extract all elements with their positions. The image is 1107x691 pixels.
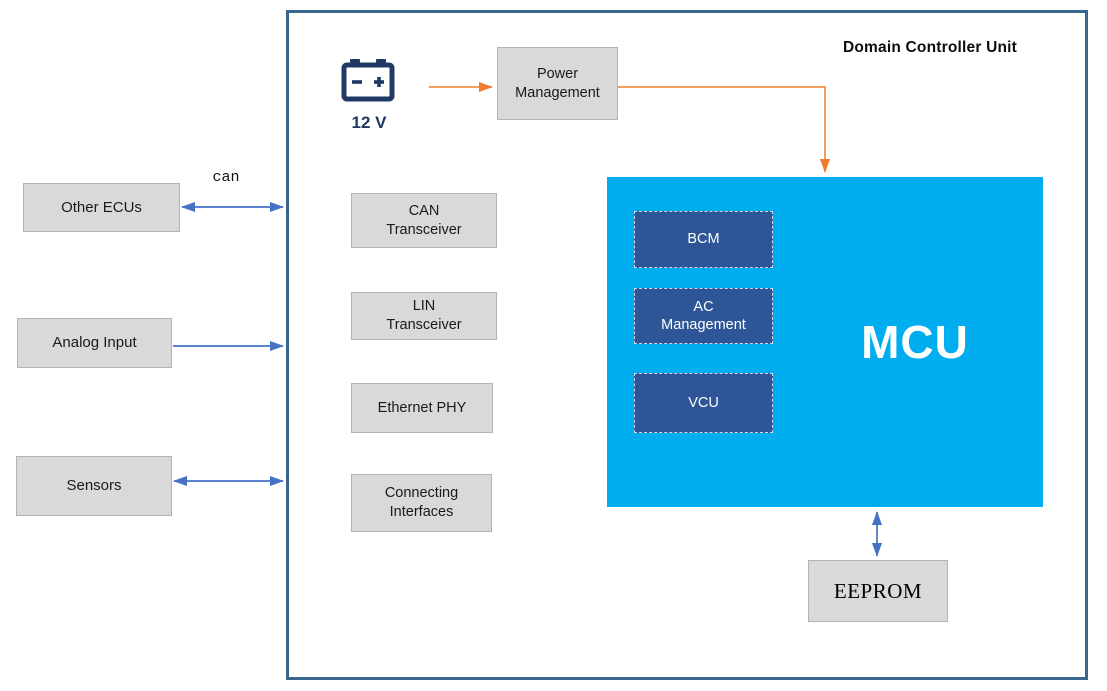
node-mcu: BCM AC Management VCU MCU [607, 177, 1043, 507]
node-can-transceiver-label: CAN Transceiver [386, 202, 462, 238]
node-vcu-label: VCU [688, 394, 719, 411]
node-bcm: BCM [634, 211, 773, 268]
node-other-ecus-label: Other ECUs [61, 198, 142, 216]
node-can-transceiver: CAN Transceiver [351, 193, 497, 248]
node-sensors-label: Sensors [66, 477, 122, 495]
battery-voltage-label: 12 V [351, 113, 387, 132]
node-ac-management-label: AC Management [661, 298, 746, 333]
can-bus-label: can [212, 169, 240, 186]
battery-icon [341, 59, 395, 102]
node-lin-transceiver-label: LIN Transceiver [386, 298, 462, 333]
node-analog-input: Analog Input [17, 318, 172, 368]
node-eeprom: EEPROM [808, 560, 948, 622]
node-power-management: Power Management [497, 47, 618, 120]
node-ethernet-phy-label: Ethernet PHY [377, 399, 467, 416]
node-ethernet-phy: Ethernet PHY [351, 383, 493, 433]
node-vcu: VCU [634, 373, 773, 433]
node-analog-input-label: Analog Input [52, 334, 137, 352]
diagram-title: Domain Controller Unit [842, 39, 1018, 56]
node-other-ecus: Other ECUs [23, 183, 180, 232]
node-ac-management: AC Management [634, 288, 773, 344]
node-lin-transceiver: LIN Transceiver [351, 292, 497, 340]
battery: 12 V [336, 58, 402, 133]
node-connecting-interfaces: Connecting Interfaces [351, 474, 492, 532]
node-power-management-label: Power Management [515, 65, 600, 101]
node-mcu-label: MCU [861, 316, 969, 368]
node-bcm-label: BCM [687, 231, 720, 248]
node-eeprom-label: EEPROM [833, 578, 923, 603]
node-sensors: Sensors [16, 456, 172, 516]
node-connecting-interfaces-label: Connecting Interfaces [384, 485, 459, 520]
